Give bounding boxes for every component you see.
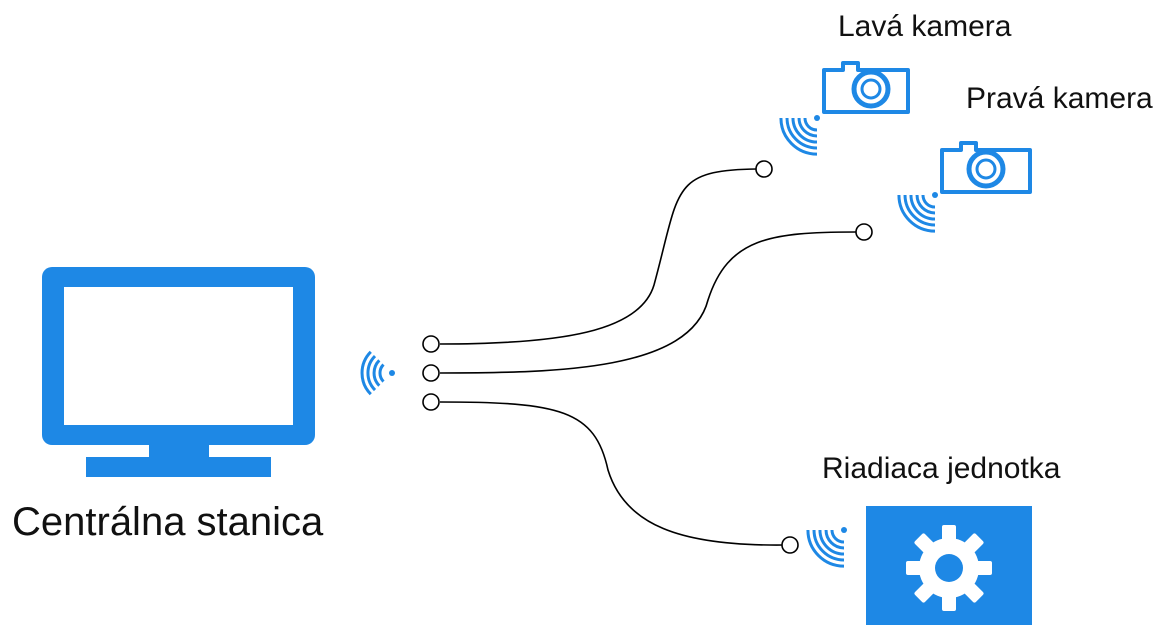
connector-station-3 <box>422 393 440 411</box>
connector-right-camera <box>855 223 873 241</box>
right-camera-label: Pravá kamera <box>966 82 1153 115</box>
left-camera-icon <box>822 61 910 114</box>
central-signal-icon <box>360 350 395 396</box>
link-right-camera <box>439 231 857 374</box>
control-unit-signal-icon <box>806 527 847 568</box>
monitor-icon <box>42 267 315 477</box>
connectors <box>422 160 873 554</box>
right-camera-signal-icon <box>897 192 938 233</box>
control-unit-box <box>866 506 1032 625</box>
link-control-unit <box>439 401 784 546</box>
left-camera-label: Lavá kamera <box>838 10 1012 43</box>
connector-control-unit <box>781 536 799 554</box>
connections <box>439 168 857 546</box>
connector-left-camera <box>755 160 773 178</box>
link-left-camera <box>439 168 758 345</box>
control-unit-label: Riadiaca jednotka <box>822 452 1061 485</box>
central-station-label: Centrálna stanica <box>12 500 324 544</box>
connector-station-2 <box>422 364 440 382</box>
gear-icon <box>906 525 992 611</box>
right-camera-icon <box>940 141 1032 194</box>
connector-station-1 <box>422 335 440 353</box>
